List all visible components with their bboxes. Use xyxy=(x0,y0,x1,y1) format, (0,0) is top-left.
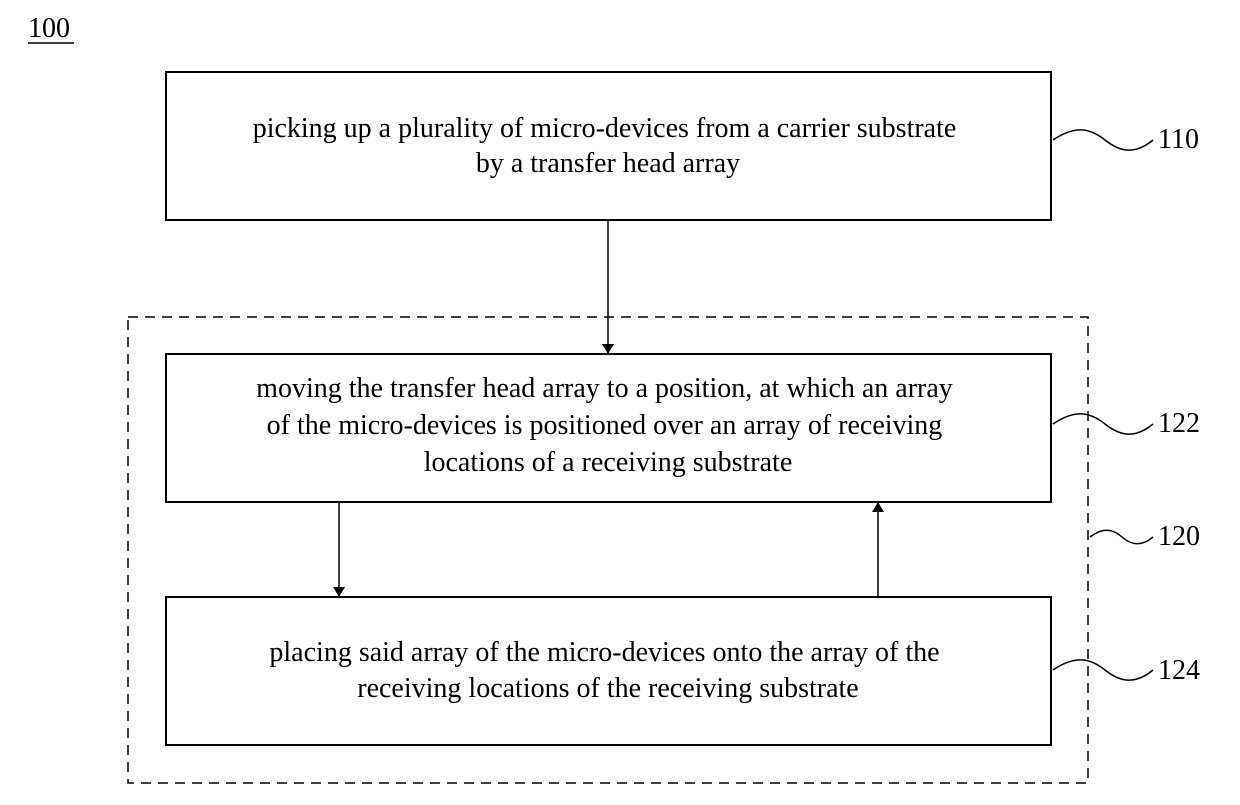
step-110-line-2: by a transfer head array xyxy=(476,148,740,179)
step-110-line-1: picking up a plurality of micro-devices … xyxy=(253,113,957,144)
step-122-line-2: of the micro-devices is positioned over … xyxy=(267,410,943,441)
step-box-124 xyxy=(166,597,1051,745)
figure-label: 100 xyxy=(28,13,70,44)
leader-124 xyxy=(1053,660,1153,680)
step-110: picking up a plurality of micro-devices … xyxy=(166,72,1051,220)
step-122: moving the transfer head array to a posi… xyxy=(166,354,1051,502)
step-124: placing said array of the micro-devices … xyxy=(166,597,1051,745)
group-label-120: 120 xyxy=(1158,521,1200,552)
step-122-line-1: moving the transfer head array to a posi… xyxy=(256,373,953,404)
step-124-line-1: placing said array of the micro-devices … xyxy=(269,637,939,668)
ref-label-122: 122 xyxy=(1158,408,1200,439)
leader-110 xyxy=(1053,130,1153,150)
step-122-line-3: locations of a receiving substrate xyxy=(424,447,793,478)
ref-label-110: 110 xyxy=(1158,124,1199,155)
step-124-line-2: receiving locations of the receiving sub… xyxy=(357,673,858,704)
leader-122 xyxy=(1053,414,1153,434)
step-box-110 xyxy=(166,72,1051,220)
ref-label-124: 124 xyxy=(1158,655,1200,686)
leader-120 xyxy=(1090,530,1153,544)
